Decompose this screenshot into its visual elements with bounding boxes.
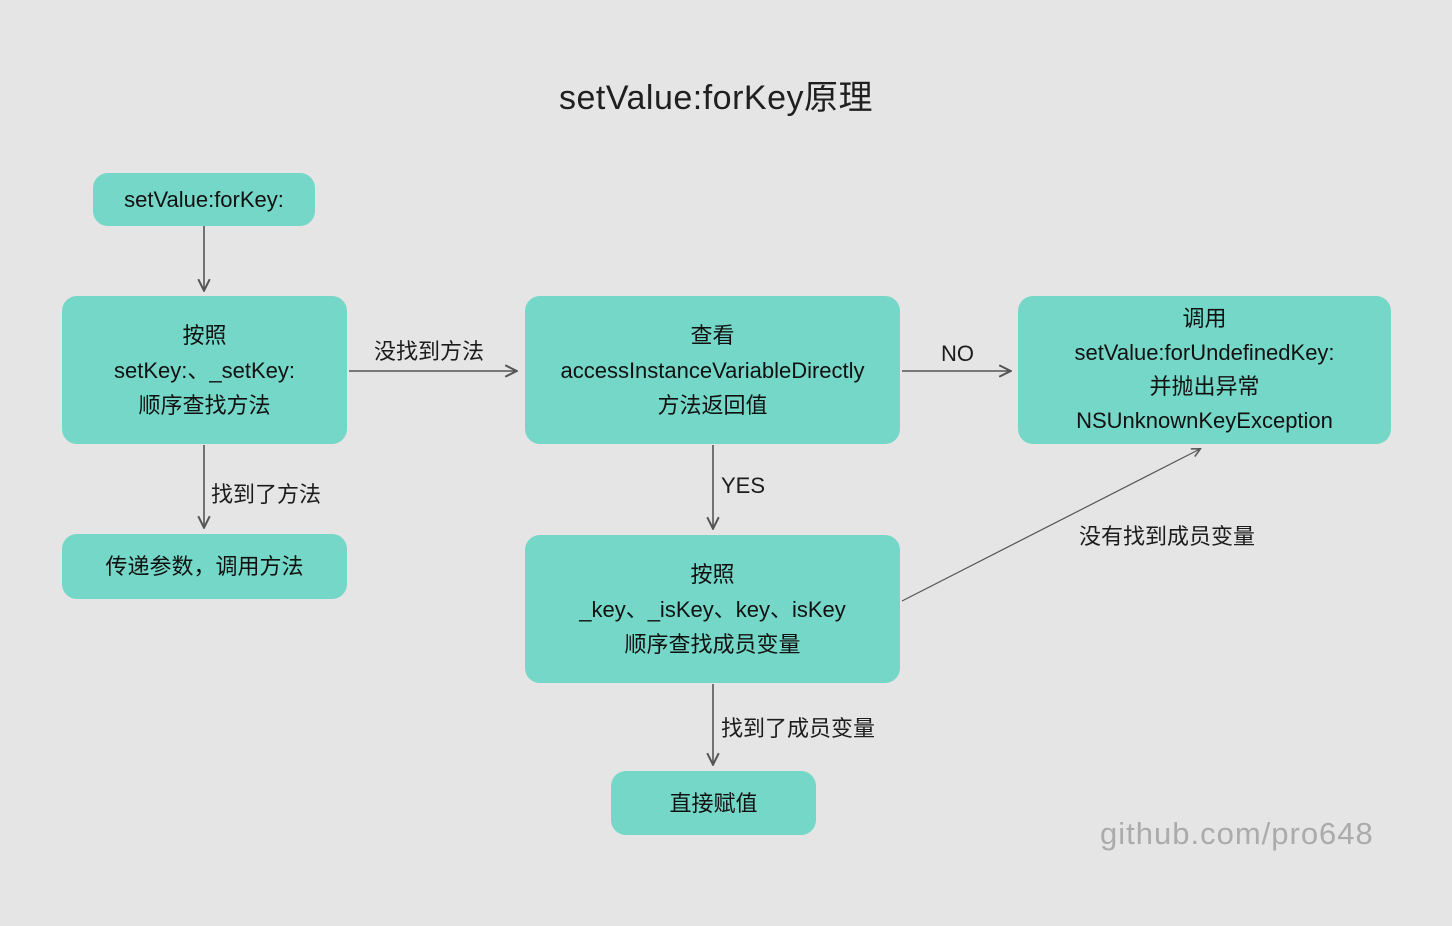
edge-label-method-not-found: 没找到方法 <box>374 339 485 364</box>
node-pass-args-call-method: 传递参数，调用方法 <box>62 534 347 599</box>
node-line: 调用 <box>1182 306 1227 331</box>
node-line: setKey:、_setKey: <box>114 357 295 383</box>
node-search-methods: 按照 setKey:、_setKey: 顺序查找方法 <box>62 296 347 444</box>
page-title: setValue:forKey原理 <box>558 79 873 117</box>
node-undefined-key-exception: 调用 setValue:forUndefinedKey: 并抛出异常 NSUnk… <box>1018 296 1391 444</box>
node-line: 顺序查找方法 <box>138 392 271 418</box>
node-line: _key、_isKey、key、isKey <box>579 596 846 622</box>
node-line: setValue:forKey: <box>124 187 284 212</box>
watermark: github.com/pro648 <box>1100 816 1374 851</box>
node-check-access-instance-variable: 查看 accessInstanceVariableDirectly 方法返回值 <box>525 296 900 444</box>
node-line: 按照 <box>690 561 735 587</box>
edge-label-method-found: 找到了方法 <box>211 482 322 507</box>
node-line: accessInstanceVariableDirectly <box>560 357 865 383</box>
node-line: 传递参数，调用方法 <box>105 554 304 579</box>
node-line: setValue:forUndefinedKey: <box>1074 340 1335 365</box>
node-line: 顺序查找成员变量 <box>624 631 801 657</box>
node-search-ivars: 按照 _key、_isKey、key、isKey 顺序查找成员变量 <box>525 535 900 683</box>
node-line: 直接赋值 <box>669 790 758 816</box>
edge-label-ivar-not-found: 没有找到成员变量 <box>1079 524 1256 549</box>
node-start: setValue:forKey: <box>93 173 315 226</box>
node-line: NSUnknownKeyException <box>1076 408 1333 433</box>
node-line: 按照 <box>182 322 227 348</box>
edge-label-ivar-found: 找到了成员变量 <box>721 716 876 741</box>
edge-label-no: NO <box>941 341 974 366</box>
node-line: 并抛出异常 <box>1149 374 1260 399</box>
edge-label-yes: YES <box>721 473 766 498</box>
node-direct-assign: 直接赋值 <box>611 771 816 835</box>
node-line: 方法返回值 <box>657 392 768 418</box>
arrow-search-ivars-to-undefined-key <box>901 449 1200 602</box>
node-line: 查看 <box>690 322 735 348</box>
